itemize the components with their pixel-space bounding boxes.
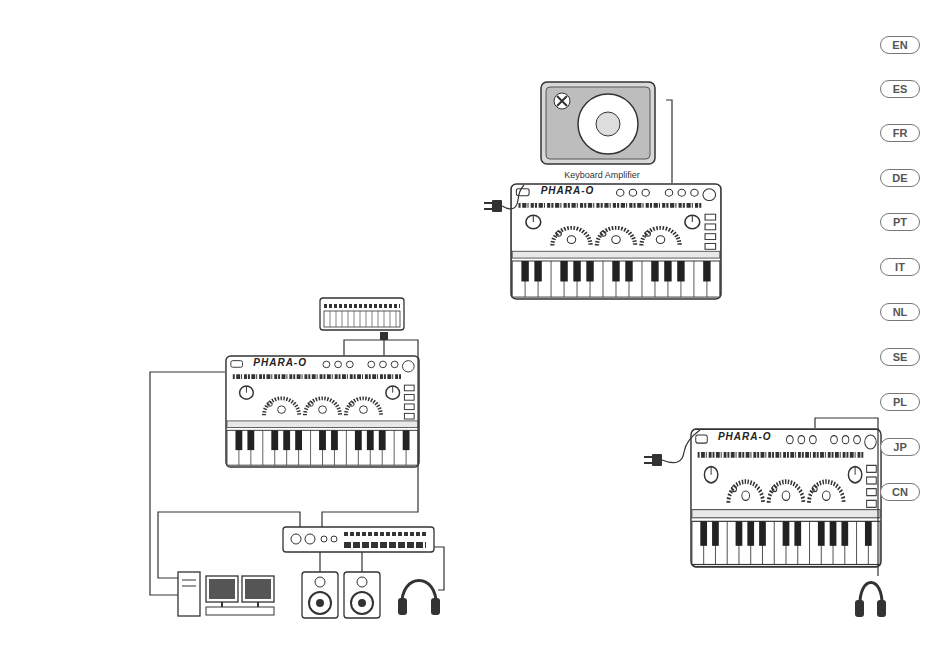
cable <box>666 100 672 183</box>
speaker-illustration <box>302 572 380 618</box>
language-code: PL <box>893 396 907 409</box>
language-tab: PL <box>880 393 920 411</box>
language-code: DE <box>892 172 907 185</box>
device-logo: PHARA-O <box>252 357 308 369</box>
headphones-illustration <box>398 581 440 616</box>
synth-box: PHARA-O <box>510 183 722 300</box>
language-code: SE <box>893 351 908 364</box>
headphones-illustration <box>855 583 886 618</box>
language-code: CN <box>892 486 908 499</box>
language-code: JP <box>893 441 906 454</box>
synth-illustration <box>511 184 721 299</box>
synth-box: PHARA-O <box>225 355 420 468</box>
language-code: ES <box>893 83 908 96</box>
device-logo: PHARA-O <box>717 431 773 443</box>
amplifier-box: Keyboard Amplifier <box>538 80 666 182</box>
language-tab: ES <box>880 80 920 98</box>
midi-keyboard-illustration <box>320 298 404 340</box>
language-tab: NL <box>880 303 920 321</box>
synth-box: PHARA-O <box>690 428 882 568</box>
language-tab: DE <box>880 169 920 187</box>
language-code: IT <box>895 261 905 274</box>
language-code: EN <box>892 39 907 52</box>
amplifier-illustration <box>541 82 655 164</box>
language-code: PT <box>893 216 907 229</box>
synth-illustration <box>691 429 881 567</box>
audio-interface-illustration <box>283 527 434 552</box>
device-logo: PHARA-O <box>540 185 596 197</box>
language-tab: SE <box>880 348 920 366</box>
language-tab: EN <box>880 36 920 54</box>
language-code: NL <box>893 306 908 319</box>
synth-illustration <box>226 356 419 467</box>
language-tab: FR <box>880 124 920 142</box>
device-label: Keyboard Amplifier <box>538 170 666 181</box>
language-tab: CN <box>880 483 920 501</box>
language-tab: PT <box>880 213 920 231</box>
language-tab: IT <box>880 258 920 276</box>
computer-illustration <box>178 572 274 616</box>
power-plug-illustration <box>484 185 700 466</box>
cable <box>150 340 878 595</box>
language-tab: JP <box>880 438 920 456</box>
language-code: FR <box>893 127 908 140</box>
